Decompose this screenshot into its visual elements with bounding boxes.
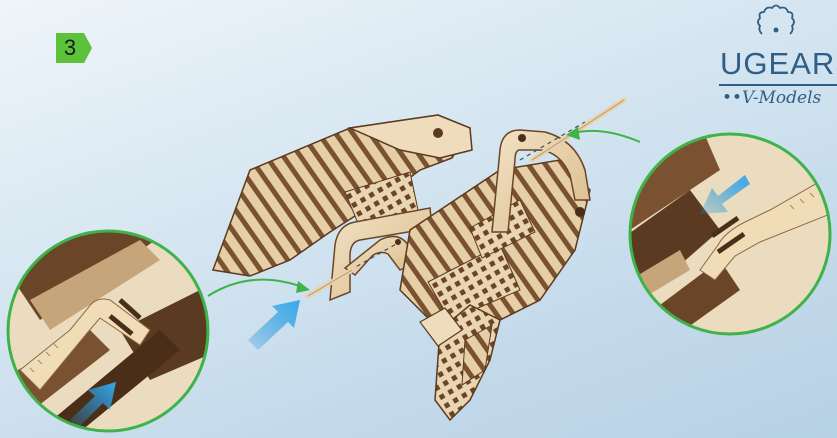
step-number: 3 bbox=[64, 35, 84, 61]
logo-tagline: ••V-Models bbox=[722, 88, 837, 108]
detail-callout-left bbox=[0, 200, 220, 438]
step-badge: 3 bbox=[56, 33, 92, 63]
detail-callout-right bbox=[620, 124, 837, 344]
pointer-arrow-icon bbox=[248, 300, 300, 350]
logo-brand: UGEARS bbox=[720, 46, 837, 82]
ugears-logo: UGEARS ••V-Models bbox=[714, 0, 837, 120]
gear-icon bbox=[714, 0, 837, 50]
logo-underline bbox=[719, 84, 837, 86]
